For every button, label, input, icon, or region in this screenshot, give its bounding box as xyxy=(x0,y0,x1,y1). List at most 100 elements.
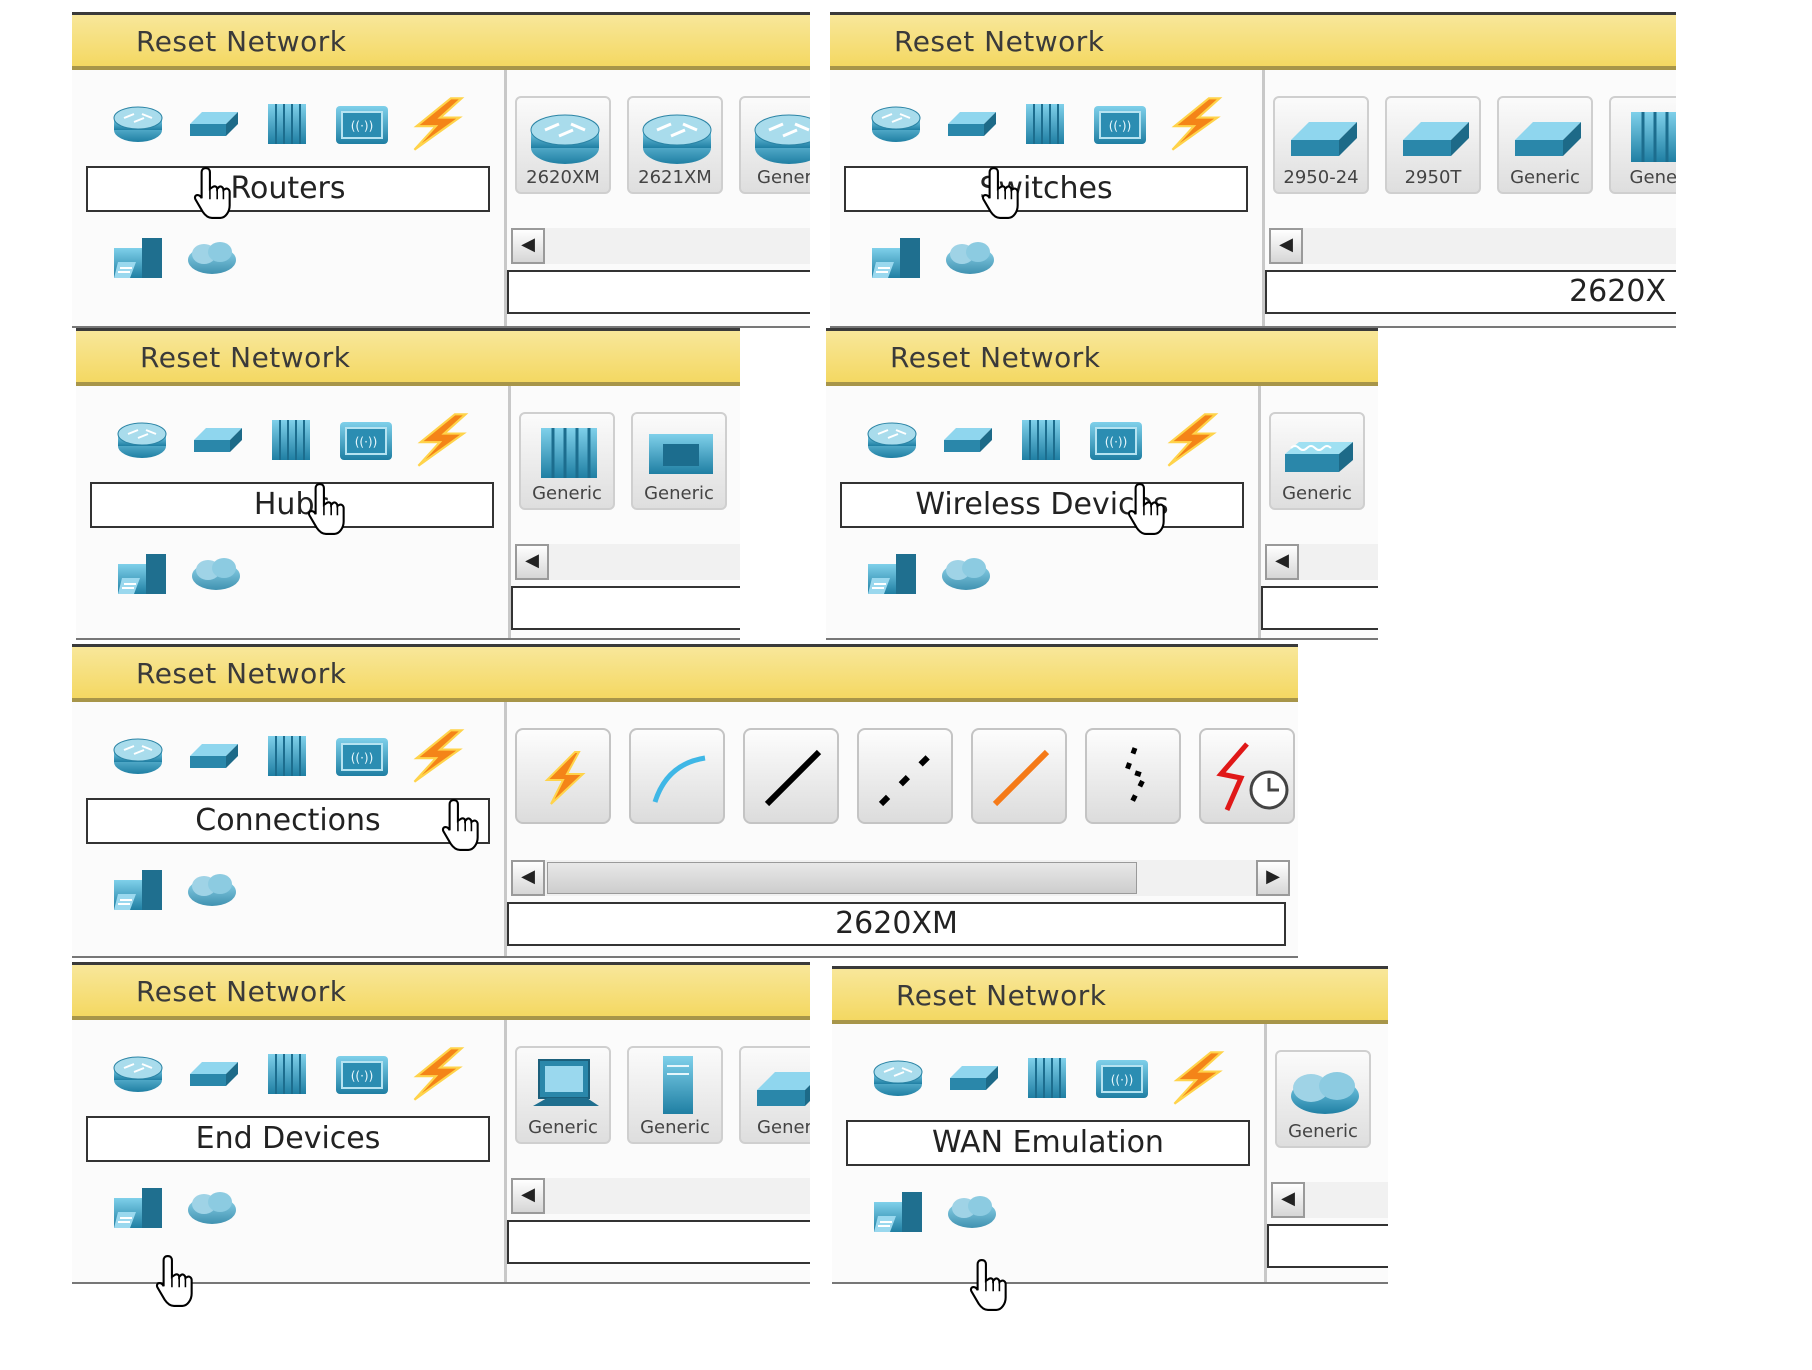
end-device-icon[interactable] xyxy=(866,548,922,608)
wan-cloud-icon[interactable] xyxy=(944,232,1000,292)
device-item[interactable]: Generi xyxy=(739,1046,810,1144)
device-item[interactable]: Generic xyxy=(1275,1050,1371,1148)
switch-icon[interactable] xyxy=(946,1058,1002,1118)
reset-network-button[interactable]: Reset Network xyxy=(136,25,347,58)
switch-icon[interactable] xyxy=(186,1054,242,1114)
reset-network-button[interactable]: Reset Network xyxy=(896,979,1107,1012)
end-device-icon[interactable] xyxy=(112,864,168,924)
serial-dce-icon[interactable] xyxy=(1085,728,1181,824)
device-scrollbar[interactable]: ◀ xyxy=(1269,228,1676,264)
hub-icon[interactable] xyxy=(1020,1054,1076,1114)
category-selector: Hubs xyxy=(76,386,511,638)
device-scrollbar[interactable]: ◀ xyxy=(511,228,810,264)
device-list-area: Generic Generic ◀ xyxy=(511,386,740,638)
end-device-icon[interactable] xyxy=(872,1186,928,1246)
wireless-device-icon[interactable] xyxy=(1092,100,1148,160)
device-item[interactable]: Generic xyxy=(519,412,615,510)
connection-icon[interactable] xyxy=(412,410,472,474)
connection-icon[interactable] xyxy=(408,726,468,790)
wireless-device-icon[interactable] xyxy=(338,416,394,476)
hub-icon[interactable] xyxy=(1018,100,1074,160)
router-icon[interactable] xyxy=(112,100,168,160)
copper-cross-over-icon[interactable] xyxy=(857,728,953,824)
wireless-device-icon[interactable] xyxy=(334,1050,390,1110)
device-panel: Reset Network Wireless Devices Generic xyxy=(826,328,1378,638)
router-icon[interactable] xyxy=(866,416,922,476)
scroll-thumb[interactable] xyxy=(547,862,1137,894)
connection-icon[interactable] xyxy=(1166,94,1226,158)
router-icon[interactable] xyxy=(112,732,168,792)
device-item[interactable]: Generic xyxy=(631,412,727,510)
wireless-device-icon[interactable] xyxy=(334,732,390,792)
serial-dte-icon[interactable] xyxy=(1199,728,1295,824)
connection-icon[interactable] xyxy=(408,1044,468,1108)
device-item[interactable]: 2621XM xyxy=(627,96,723,194)
wireless-device-icon[interactable] xyxy=(334,100,390,160)
switch-icon[interactable] xyxy=(186,736,242,796)
device-scrollbar[interactable]: ◀ xyxy=(515,544,740,580)
hub-icon[interactable] xyxy=(264,416,320,476)
wan-cloud-icon[interactable] xyxy=(946,1186,1002,1246)
device-scrollbar[interactable]: ◀ ▶ xyxy=(511,860,1290,896)
device-item[interactable]: Generi xyxy=(739,96,810,194)
wireless-device-icon[interactable] xyxy=(1088,416,1144,476)
reset-network-button[interactable]: Reset Network xyxy=(136,657,347,690)
switch-icon[interactable] xyxy=(190,420,246,480)
scroll-left-arrow[interactable]: ◀ xyxy=(1269,228,1303,264)
scroll-left-arrow[interactable]: ◀ xyxy=(515,544,549,580)
scroll-left-arrow[interactable]: ◀ xyxy=(511,860,545,896)
end-device-icon[interactable] xyxy=(870,232,926,292)
device-name: Generic xyxy=(528,1117,598,1138)
wan-cloud-icon[interactable] xyxy=(186,864,242,924)
reset-network-button[interactable]: Reset Network xyxy=(890,341,1101,374)
fiber-cable-icon[interactable] xyxy=(971,728,1067,824)
automatic-connection-icon[interactable] xyxy=(515,728,611,824)
router-icon[interactable] xyxy=(112,1050,168,1110)
device-scrollbar[interactable]: ◀ xyxy=(1265,544,1378,580)
scroll-left-arrow[interactable]: ◀ xyxy=(1265,544,1299,580)
switch-icon[interactable] xyxy=(944,104,1000,164)
router-icon[interactable] xyxy=(872,1054,928,1114)
hub-icon[interactable] xyxy=(260,100,316,160)
switch-icon[interactable] xyxy=(940,420,996,480)
device-panel: Reset Network Switches 2950-24 xyxy=(830,12,1676,326)
device-item[interactable]: 2950-24 xyxy=(1273,96,1369,194)
scroll-right-arrow[interactable]: ▶ xyxy=(1256,860,1290,896)
device-item[interactable]: 2620XM xyxy=(515,96,611,194)
router-icon[interactable] xyxy=(116,416,172,476)
wan-cloud-icon[interactable] xyxy=(186,232,242,292)
router-icon[interactable] xyxy=(870,100,926,160)
hub-icon[interactable] xyxy=(260,732,316,792)
scroll-left-arrow[interactable]: ◀ xyxy=(511,1178,545,1214)
device-item[interactable]: Generic xyxy=(627,1046,723,1144)
end-device-icon[interactable] xyxy=(112,232,168,292)
wan-cloud-icon[interactable] xyxy=(190,548,246,608)
device-scrollbar[interactable]: ◀ xyxy=(1271,1182,1388,1218)
connection-icon[interactable] xyxy=(1168,1048,1228,1112)
switch-icon[interactable] xyxy=(186,104,242,164)
device-item[interactable]: Generic xyxy=(1497,96,1593,194)
connection-icon[interactable] xyxy=(1162,410,1222,474)
console-cable-icon[interactable] xyxy=(629,728,725,824)
reset-network-button[interactable]: Reset Network xyxy=(136,975,347,1008)
copper-straight-through-icon[interactable] xyxy=(743,728,839,824)
device-list-area: ◀ ▶ 2620XM xyxy=(507,702,1298,956)
connection-icon[interactable] xyxy=(408,94,468,158)
device-scrollbar[interactable]: ◀ xyxy=(511,1178,810,1214)
device-item[interactable]: Generic xyxy=(515,1046,611,1144)
device-item[interactable]: Generic xyxy=(1269,412,1365,510)
category-selector: Wireless Devices xyxy=(826,386,1261,638)
wan-cloud-icon[interactable] xyxy=(940,548,996,608)
end-device-icon[interactable] xyxy=(116,548,172,608)
end-device-icon[interactable] xyxy=(112,1182,168,1242)
scroll-left-arrow[interactable]: ◀ xyxy=(511,228,545,264)
reset-network-button[interactable]: Reset Network xyxy=(140,341,351,374)
hub-icon[interactable] xyxy=(260,1050,316,1110)
hub-icon[interactable] xyxy=(1014,416,1070,476)
device-item[interactable]: Gener xyxy=(1609,96,1676,194)
wan-cloud-icon[interactable] xyxy=(186,1182,242,1242)
reset-network-button[interactable]: Reset Network xyxy=(894,25,1105,58)
wireless-device-icon[interactable] xyxy=(1094,1054,1150,1114)
device-item[interactable]: 2950T xyxy=(1385,96,1481,194)
scroll-left-arrow[interactable]: ◀ xyxy=(1271,1182,1305,1218)
